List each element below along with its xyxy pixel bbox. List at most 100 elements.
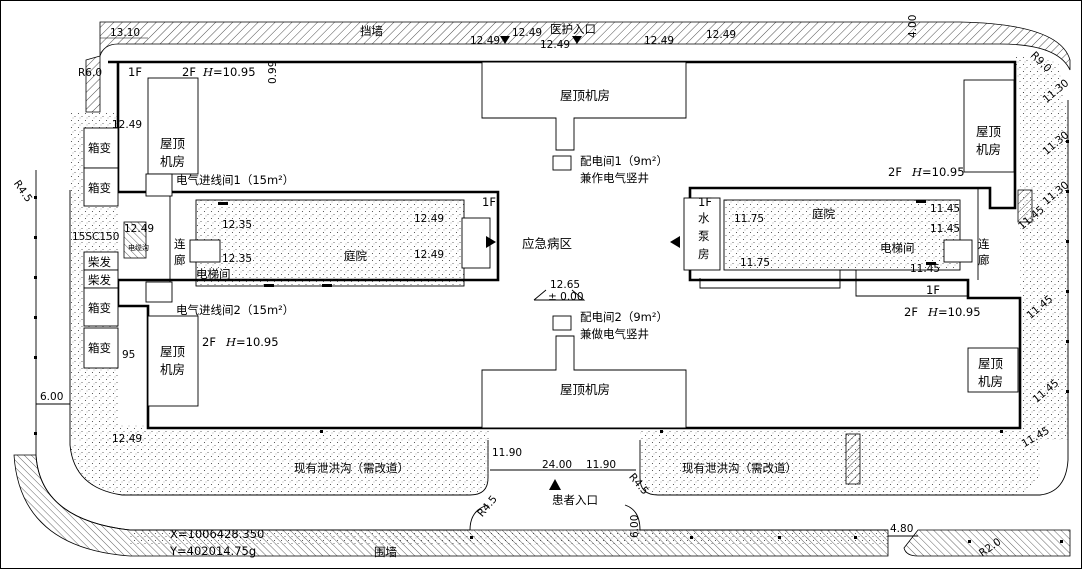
label-1f-right-bottom: 1F bbox=[926, 283, 940, 297]
dim-400: 4.00 bbox=[907, 15, 919, 38]
label-elevator-right: 电梯间 bbox=[880, 241, 915, 255]
dist-room-1-box bbox=[552, 155, 572, 171]
label-dist-room-1: 配电间1（9m²） bbox=[580, 154, 668, 168]
label-roof-right-top-2: 机房 bbox=[976, 142, 1001, 157]
label-height-topleft: =10.95 bbox=[213, 65, 256, 79]
elev-1175-a: 11.75 bbox=[734, 213, 764, 225]
label-coord-y: Y=402014.75g bbox=[169, 544, 256, 558]
label-h-right-bottom: H bbox=[927, 305, 939, 319]
label-flood-right: 现有泄洪沟（需改道） bbox=[682, 461, 797, 475]
right-elevator-room bbox=[943, 239, 973, 263]
label-roof-room-bottom: 屋顶机房 bbox=[560, 382, 610, 397]
roof-room-right-bottom bbox=[967, 347, 1019, 393]
label-roof-left-bottom-1: 屋顶 bbox=[160, 344, 186, 359]
dim-1310: 13.10 bbox=[110, 27, 140, 39]
label-transformer-3: 箱变 bbox=[88, 301, 111, 315]
roof-room-top bbox=[481, 61, 687, 151]
elev-1249-left-2: 12.49 bbox=[124, 223, 154, 235]
elev-1249-top-1: 12.49 bbox=[470, 35, 500, 47]
left-wall-hatch bbox=[85, 55, 101, 113]
label-elec-in-1: 电气进线间1（15m²） bbox=[176, 173, 294, 187]
label-roof-left-top-2: 机房 bbox=[160, 154, 185, 169]
label-transformer-1: 箱变 bbox=[88, 141, 111, 155]
main-building-outline bbox=[108, 60, 1022, 430]
label-roof-left-bottom-2: 机房 bbox=[160, 362, 185, 377]
roof-room-left-bottom bbox=[147, 315, 199, 407]
landscape-bottom bbox=[70, 430, 490, 495]
label-elevator-left: 电梯间 bbox=[196, 267, 231, 281]
label-pump-1: 水 bbox=[698, 211, 710, 225]
label-boundary-wall: 围墙 bbox=[374, 545, 397, 559]
elev-1249-top-4: 12.49 bbox=[644, 35, 674, 47]
elev-1235-b: 12.35 bbox=[222, 253, 252, 265]
landscape-right bbox=[1020, 90, 1068, 440]
label-retaining-wall: 挡墙 bbox=[360, 24, 383, 38]
survey-markers bbox=[34, 140, 1069, 543]
elev-1145-court-c: 11.45 bbox=[910, 263, 940, 275]
elev-1235-a: 12.35 bbox=[222, 219, 252, 231]
transformer-box-4 bbox=[83, 327, 119, 369]
landscape-top-right bbox=[1015, 55, 1068, 120]
right-courtyard bbox=[723, 199, 961, 271]
patient-entrance-arrow bbox=[549, 479, 561, 490]
dim-2400: 24.00 bbox=[542, 459, 572, 471]
elev-1249-bottom-left: 12.49 bbox=[112, 433, 142, 445]
elev-1190-b: 11.90 bbox=[586, 459, 616, 471]
transformer-box-1 bbox=[83, 127, 119, 169]
elev-1249-top-5: 12.49 bbox=[706, 29, 736, 41]
medical-entrance-arrow-1 bbox=[500, 36, 510, 44]
label-flood-left: 现有泄洪沟（需改道） bbox=[294, 461, 409, 475]
elev-1190-a: 11.90 bbox=[492, 447, 522, 459]
left-elevator-room bbox=[189, 239, 221, 263]
label-roof-room-top: 屋顶机房 bbox=[560, 88, 610, 103]
label-cable-trench: 电缆沟 bbox=[128, 243, 149, 252]
label-pump-3: 房 bbox=[698, 247, 710, 261]
elev-1175-b: 11.75 bbox=[740, 257, 770, 269]
dim-r60: R6.0 bbox=[78, 67, 102, 79]
roof-room-right-top bbox=[963, 79, 1015, 173]
label-pipe-spec: 15SC150 bbox=[72, 231, 119, 243]
label-corridor-right-1: 连 bbox=[978, 237, 990, 251]
label-coord-x: X=1006428.350 bbox=[170, 527, 264, 541]
elev-1249-court-a: 12.49 bbox=[414, 213, 444, 225]
label-transformer-2: 箱变 bbox=[88, 181, 111, 195]
dim-095: 95 bbox=[122, 349, 135, 361]
label-2f-right-bottom: 2F bbox=[904, 305, 918, 319]
dim-600-bottom: 6.00 bbox=[629, 515, 641, 538]
label-1f-right-wing: 1F bbox=[698, 195, 712, 209]
label-dist-room-2: 配电间2（9m²） bbox=[580, 310, 668, 324]
label-1f-topleft: 1F bbox=[128, 65, 142, 79]
cable-trench-box bbox=[123, 221, 147, 259]
elev-1145-court-b: 11.45 bbox=[930, 223, 960, 235]
elevation-marker bbox=[533, 289, 586, 301]
medical-entrance-arrow-2 bbox=[572, 36, 582, 44]
label-courtyard-left: 庭院 bbox=[344, 249, 367, 263]
pump-room bbox=[683, 197, 721, 271]
label-2f-topleft: 2F bbox=[182, 65, 196, 79]
roof-room-left-top bbox=[147, 77, 199, 175]
dim-480: 4.80 bbox=[890, 523, 913, 535]
label-roof-right-bottom-2: 机房 bbox=[978, 374, 1003, 389]
entrance-road-right bbox=[624, 504, 641, 531]
elev-1249-court-b: 12.49 bbox=[414, 249, 444, 261]
left-stair-core bbox=[461, 217, 491, 269]
landscape-bottom-right bbox=[640, 430, 1040, 495]
label-roof-right-top-1: 屋顶 bbox=[976, 124, 1002, 139]
label-dist-room-1-sub: 兼作电气竖井 bbox=[580, 171, 649, 185]
label-roof-right-bottom-1: 屋顶 bbox=[978, 356, 1004, 371]
label-diesel-1: 柴发 bbox=[88, 255, 111, 269]
right-side-hatch bbox=[1017, 189, 1033, 223]
dim-099: 0.99 bbox=[267, 61, 279, 84]
label-transformer-4: 箱变 bbox=[88, 341, 111, 355]
label-h-topleft: H bbox=[202, 65, 214, 79]
label-diesel-2: 柴发 bbox=[88, 273, 111, 287]
landscape-bottom-strip bbox=[130, 530, 888, 545]
label-2f-right-top: 2F bbox=[888, 165, 902, 179]
label-corridor-right-2: 廊 bbox=[978, 253, 990, 267]
dist-room-2-box bbox=[552, 315, 572, 331]
transformer-box-3 bbox=[83, 287, 119, 327]
label-pump-2: 泵 bbox=[698, 229, 710, 243]
roof-room-bottom bbox=[481, 335, 687, 429]
left-courtyard bbox=[195, 199, 465, 287]
